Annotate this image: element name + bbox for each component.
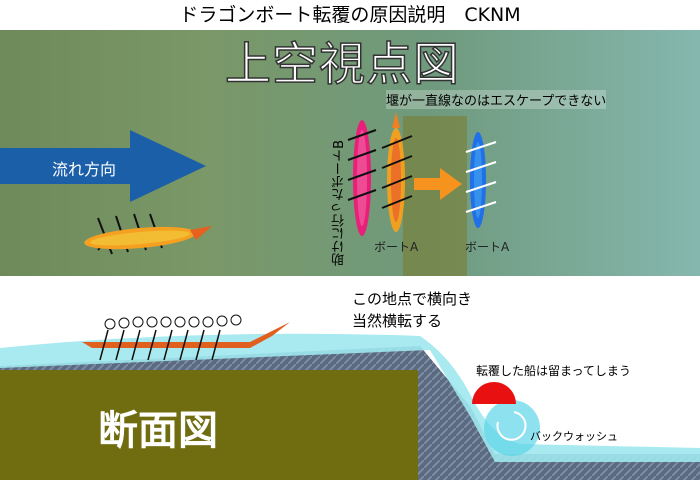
- spot-note: この地点で横向き 当然横転する: [352, 288, 472, 332]
- boat-a-label-2: ボートA: [465, 238, 509, 255]
- page-title: ドラゴンボート転覆の原因説明 CKNM: [0, 0, 700, 30]
- upstream-boat: [83, 214, 212, 254]
- plan-view-label: 上空視点図: [225, 30, 460, 94]
- boat-a-after: [466, 132, 496, 228]
- spot-note-line-1: この地点で横向き: [352, 288, 472, 310]
- flow-direction-label: 流れ方向: [52, 156, 116, 180]
- helper-boat-label: 助けに行ったボートB: [330, 140, 349, 266]
- weir-note: 堰が一直線なのはエスケープできない: [386, 90, 606, 109]
- boat-a-label-1: ボートA: [374, 238, 418, 255]
- section-view-label: 断面図: [98, 398, 218, 456]
- helper-boat-b: [348, 120, 376, 236]
- capsize-note: 転覆した船は留まってしまう: [476, 362, 631, 379]
- spot-note-line-2: 当然横転する: [352, 310, 472, 332]
- plan-view: 上空視点図 堰が一直線なのはエスケープできない 流れ方向 助けに行ったボートB …: [0, 30, 700, 276]
- capsized-boat: [472, 382, 516, 404]
- backwash-label: バックウォッシュ: [530, 428, 618, 444]
